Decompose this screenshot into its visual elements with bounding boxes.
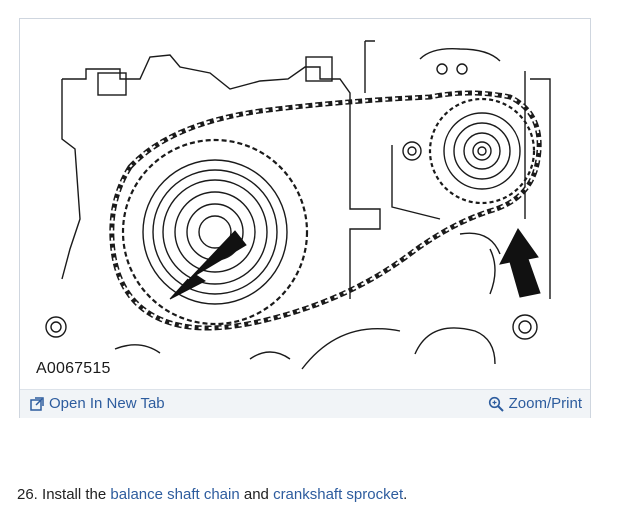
open-new-tab-icon [30, 396, 44, 411]
step-number: 26. [17, 486, 38, 503]
balance-shaft-chain [109, 90, 542, 331]
zoom-print-link[interactable]: Zoom/Print [488, 395, 582, 412]
crankshaft-sprocket-link[interactable]: crankshaft sprocket [273, 486, 404, 503]
magnifier-zoom-icon [488, 396, 504, 412]
step-text-after: . [403, 486, 408, 503]
open-in-new-tab-link[interactable]: Open In New Tab [30, 395, 165, 412]
balance-shaft-chain-link[interactable]: balance shaft chain [110, 486, 240, 503]
arrow-large-sprocket [169, 230, 247, 300]
figure-id: A0067515 [36, 360, 111, 377]
zoom-print-label: Zoom/Print [508, 395, 582, 412]
figure-toolbar: Open In New Tab Zoom/Print [20, 389, 590, 418]
open-in-new-tab-label: Open In New Tab [49, 395, 165, 412]
figure-frame: A0067515 Open In New Tab Zoom/Print [19, 18, 591, 418]
arrow-small-sprocket [499, 228, 541, 298]
balance-shaft-chain-diagram [45, 40, 551, 370]
step-text-middle: and [243, 486, 269, 503]
step-instruction: 26. Install the balance shaft chain and … [17, 486, 407, 503]
engine-block-outline [62, 54, 381, 299]
step-text-before: Install the [42, 486, 107, 503]
